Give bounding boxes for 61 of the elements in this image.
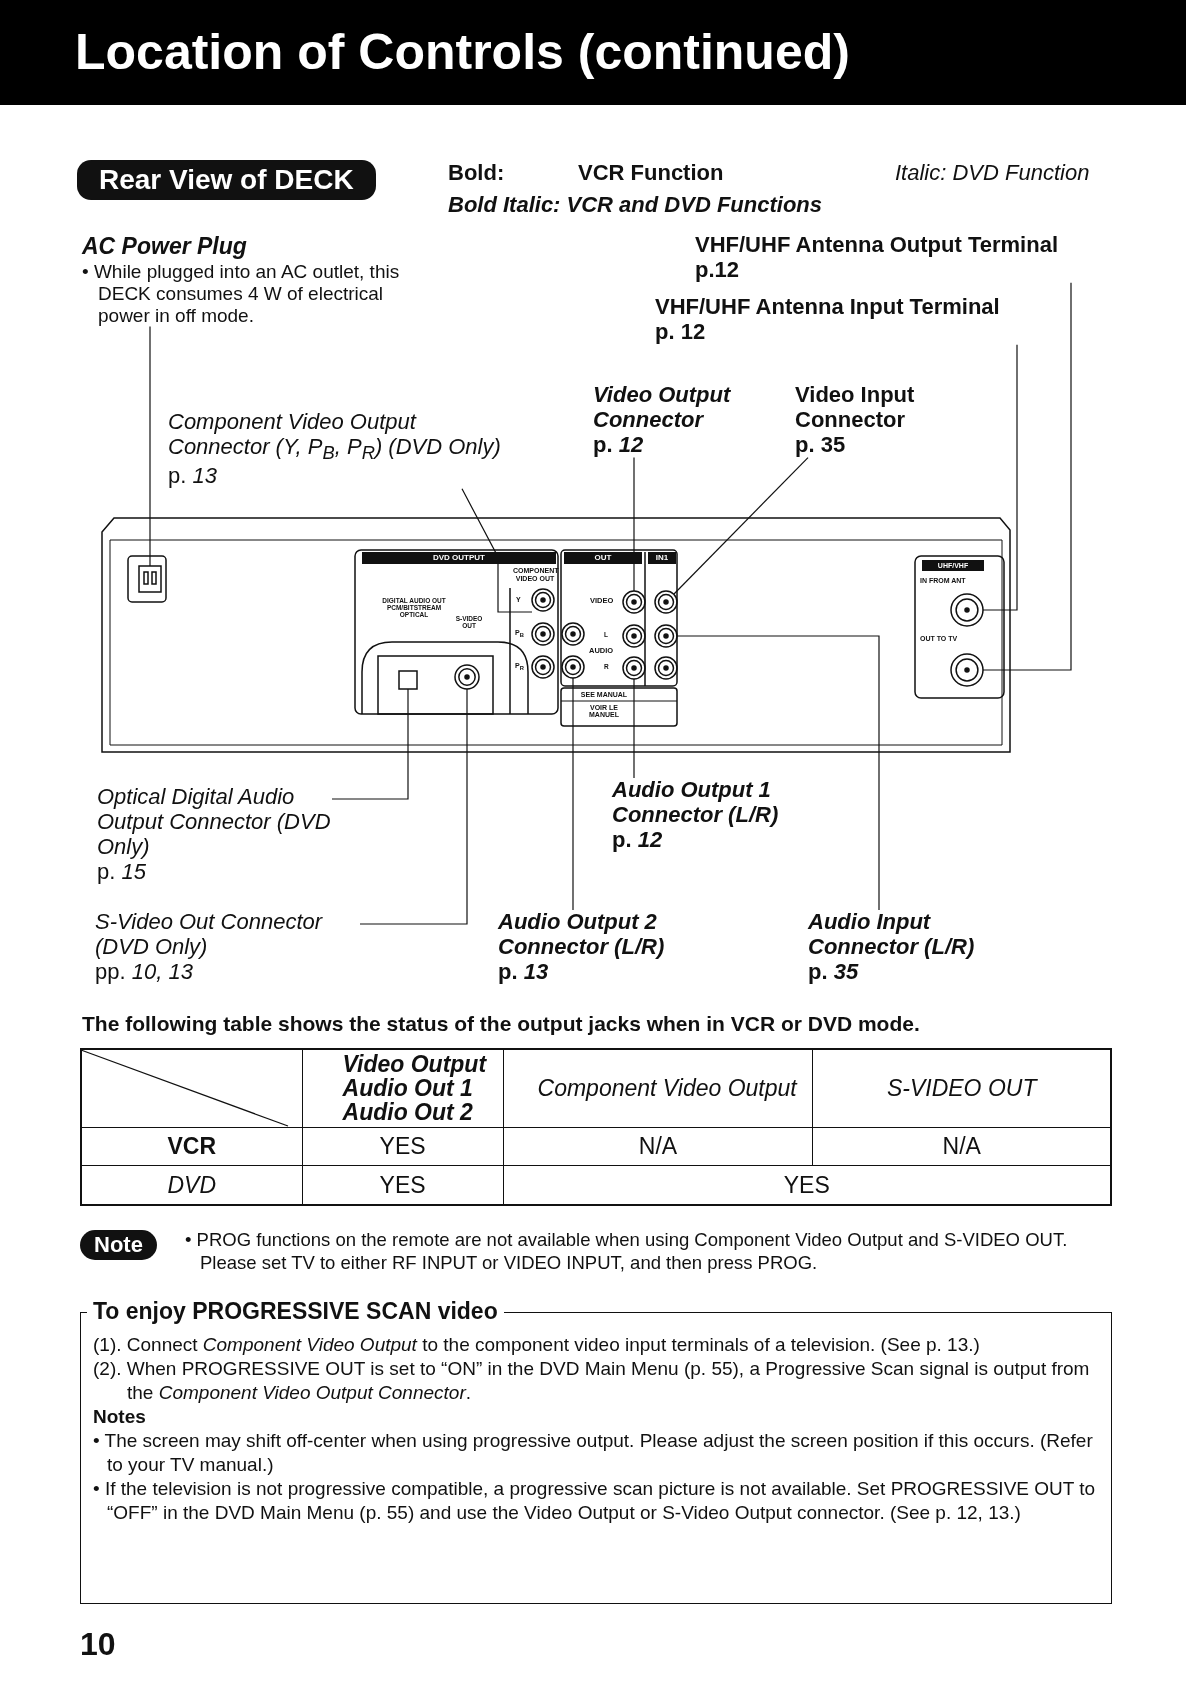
callout-text: VHF/UHF Antenna Input Terminal p. 12 [655,295,1055,345]
leader-line [149,325,151,567]
leader-line [572,677,574,911]
callout-text: S-Video Out Connector (DVD Only) pp. 10, 13 [95,910,360,985]
table-value: YES [379,1172,426,1197]
legend-text: VCR Function [578,160,724,186]
leader-line [359,688,468,925]
s-video-jack [454,664,480,690]
callout-text: Audio Input Connector (L/R) p. 35 [808,910,1008,985]
panel-header: IN1 [648,552,676,564]
leader-line [676,635,880,911]
column-header: Video Output Audio Out 1 Audio Out 2 [342,1052,488,1125]
column-header: Component Video Output [537,1076,797,1101]
optical-audio-jack [398,670,418,690]
leader-line [673,457,809,595]
note-text: • PROG functions on the remote are not available when using Component Video Output and S-VIDEO OUT. Please set TV to either RF INPUT or VIDEO INPUT, and then press PROG. [185,1228,1069,1274]
note-badge: Note [80,1230,157,1260]
table-value: N/A [638,1133,678,1159]
page-number: 10 [80,1626,116,1663]
ac-power-plug [138,565,162,593]
note-item: • The screen may shift off-center when using progressive output. Please adjust the screen position if this occurs. (Refer to your TV manual.) [93,1429,1094,1477]
row-header: DVD [167,1172,217,1197]
antenna-output-terminal [950,653,984,687]
callout-text: Video Input Connector p. 35 [795,383,945,458]
leader-line [633,678,635,779]
legend-text: Italic: DVD Function [895,160,1090,186]
callout-text: Component Video Output Connector (Y, P$_{B}$, P$_{R}$) (DVD Only) p. 13 [168,410,513,489]
audio-output-jacks [561,622,585,679]
instruction-step: (1). Connect Component Video Output to the component video input terminals of a television. (See p. 13.) [93,1333,1099,1357]
audio-input-jacks [654,624,678,680]
panel-header: OUT [564,552,642,564]
audio-output-jacks [622,624,646,680]
callout-text: AC Power Plug • While plugged into an AC outlet, this DECK consumes 4 W of electrical power in off mode. [82,233,432,327]
legend-text: Bold Italic: VCR and DVD Functions [448,192,822,218]
notes-heading: Notes [93,1405,147,1429]
callout-text: Audio Output 1 Connector (L/R) p. 12 [612,778,812,853]
table-value: N/A [942,1133,981,1159]
panel-header: DVD OUTPUT [362,552,556,564]
leader-line [331,688,409,800]
table-value: YES [783,1172,830,1197]
video-input-jack [654,590,678,614]
component-video-jacks [531,588,555,679]
column-header: S-VIDEO OUT [886,1076,1037,1101]
table-caption: The following table shows the status of the output jacks when in VCR or DVD mode. [82,1012,920,1036]
antenna-input-terminal [950,593,984,627]
table-value: YES [379,1133,426,1159]
callout-text: Optical Digital Audio Output Connector (DVD Only) p. 15 [97,785,332,885]
video-output-jack [622,590,646,614]
callout-text: Video Output Connector p. 12 [593,383,743,458]
leader-line [461,488,533,613]
callout-text: Audio Output 2 Connector (L/R) p. 13 [498,910,698,985]
leader-line [982,282,1072,671]
legend-text: Bold: [448,160,505,186]
note-item: • If the television is not progressive compatible, a progressive scan picture is not available. Set PROGRESSIVE OUT to “OFF” in the DVD Main Menu (p. 55) and use the Video Output or S-Video Output connector. (See p. 12, 13.) [93,1477,1097,1525]
row-header: VCR [167,1133,217,1159]
leader-line [982,344,1018,611]
callout-text: VHF/UHF Antenna Output Terminal p.12 [695,233,1135,283]
section-badge: Rear View of DECK [77,160,376,200]
instruction-step: (2). When PROGRESSIVE OUT is set to “ON” in the DVD Main Menu (p. 55), a Progressive Scan signal is output from the Component Video Output Connector. [93,1357,1099,1405]
leader-line [633,457,635,592]
page-title: Location of Controls (continued) [0,0,1186,105]
